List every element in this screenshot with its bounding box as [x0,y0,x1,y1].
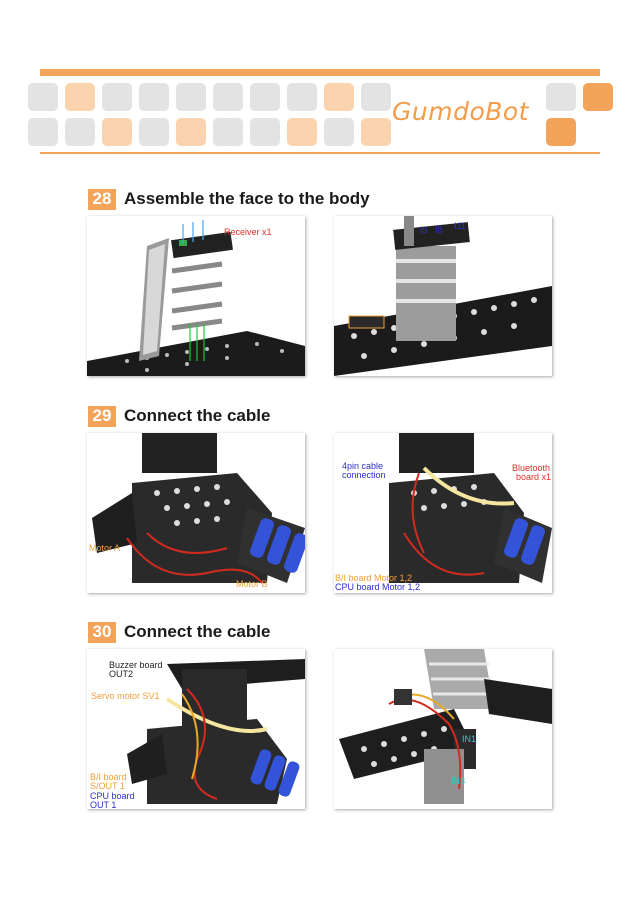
label-cpu-motor: CPU board Motor 1,2 [335,582,421,592]
label-cpu-board: CPU board [90,791,135,801]
label-bi-sout: S/OUT 1 [90,781,125,791]
step-29-photo-left: Motor A Motor B [87,433,305,593]
label-bi-motor: B/I board Motor 1,2 [335,573,413,583]
step-number: 28 [88,188,116,210]
step-28-photo-left: Receiver x1 [87,216,305,376]
step-30-photo-right: IN1 IN8 [334,649,552,809]
label-cpu-out: OUT 1 [90,800,117,810]
step-29-heading: 29 Connect the cable [88,405,270,427]
step-number: 29 [88,405,116,427]
label-in8: IN8 [451,776,466,786]
step-title: Assemble the face to the body [124,189,370,208]
label-receiver: Receiver x1 [224,227,272,237]
label-i8: I8 [435,225,443,235]
label-4pin-cable-1: 4pin cable [342,461,384,471]
step-29-photo-right: 4pin cable connection Bluetooth board x1… [334,433,552,593]
label-buzzer-1: Buzzer board [109,660,163,670]
label-motor-a: Motor A [89,543,121,553]
brand-logo: GumdoBot [392,97,529,126]
step-title: Connect the cable [124,406,271,425]
label-bluetooth-1: Bluetooth [512,463,551,473]
step-title: Connect the cable [124,622,271,641]
label-i5: I5 [420,225,428,235]
label-i11: I11 [454,221,466,231]
step-30-heading: 30 Connect the cable [88,621,270,643]
label-servo: Servo motor SV1 [91,691,160,701]
label-bi-board: B/I board [90,772,127,782]
label-4pin-cable-2: connection [342,470,386,480]
label-buzzer-2: OUT2 [109,669,134,679]
step-number: 30 [88,621,116,643]
step-30-photo-left: Buzzer board OUT2 Servo motor SV1 B/I bo… [87,649,305,809]
header-top-bar [40,69,600,76]
step-28-photo-right: I5 I8 I11 [334,216,552,376]
step-28-heading: 28 Assemble the face to the body [88,188,370,210]
label-motor-b: Motor B [236,579,268,589]
label-bluetooth-2: board x1 [516,472,552,482]
label-in1: IN1 [462,734,477,744]
header-bottom-line [40,152,600,154]
